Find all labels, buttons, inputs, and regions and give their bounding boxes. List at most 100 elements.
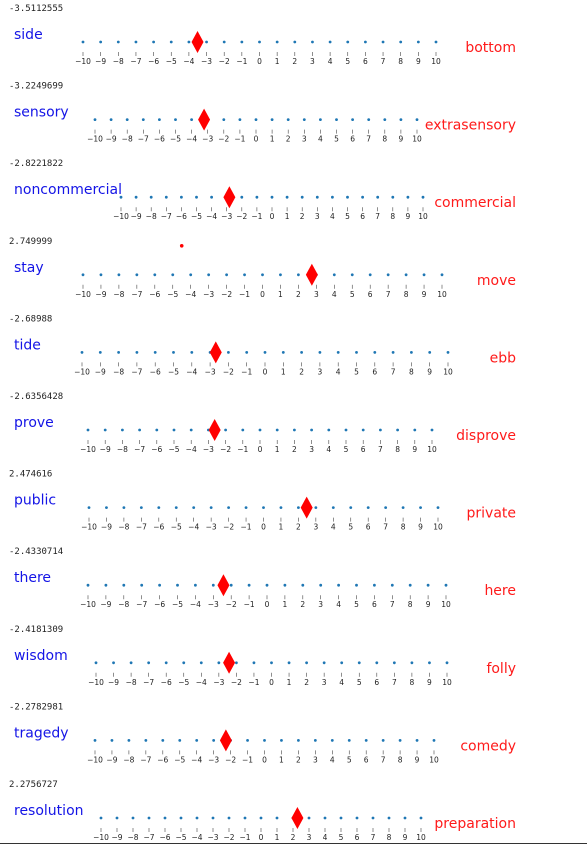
axis-point [392, 661, 396, 665]
tick-label: −7 [131, 290, 142, 299]
axis-point [178, 739, 182, 742]
tick-label: −3 [213, 678, 224, 687]
axis-point [258, 40, 261, 44]
right-word: here [484, 583, 516, 599]
tick-label: 10 [442, 678, 452, 687]
axis-point [212, 739, 216, 742]
tick-label: −1 [241, 367, 252, 376]
axis-point [281, 351, 285, 354]
axis-point [331, 195, 334, 199]
axis-point [314, 506, 318, 509]
value-marker [223, 186, 236, 209]
tick-label: −6 [148, 57, 159, 66]
tick-label: −2 [223, 523, 234, 532]
tick-label: 4 [332, 290, 337, 299]
axis-point [293, 428, 296, 432]
tick-label: 4 [336, 367, 341, 376]
axis-point [153, 351, 157, 354]
tick-label: 2 [292, 445, 297, 454]
right-word: preparation [434, 816, 516, 832]
tick-label: 4 [331, 523, 336, 532]
axis-point [344, 428, 348, 432]
tick-label: −2 [231, 678, 242, 687]
tick-label: 4 [328, 57, 333, 66]
tick-label: −9 [95, 57, 106, 66]
tick-label: 9 [427, 367, 432, 376]
axis-point [367, 118, 371, 121]
axis-point [287, 661, 291, 665]
axis-point [263, 739, 266, 742]
tick-label: 4 [323, 833, 328, 842]
tick-label: −7 [143, 678, 154, 687]
tick-label: 6 [372, 600, 377, 609]
tick-label: 3 [309, 445, 314, 454]
axis-point [161, 739, 165, 742]
tick-label: −2 [218, 135, 229, 144]
tick-label: 7 [386, 290, 391, 299]
axis-point [355, 583, 358, 587]
tick-label: −9 [95, 290, 106, 299]
axis-point [241, 428, 245, 432]
tick-label: −3 [206, 523, 217, 532]
tick-label: −8 [117, 445, 128, 454]
tick-label: −5 [168, 445, 179, 454]
left-word: stay [14, 260, 44, 276]
axis-point [327, 428, 331, 432]
tick-label: 9 [427, 678, 432, 687]
left-word: side [14, 27, 43, 43]
axis-point [195, 739, 199, 742]
axis-point [307, 816, 311, 820]
right-word: folly [486, 661, 516, 677]
axis-point [422, 273, 426, 277]
axis-point [172, 351, 175, 354]
tick-label: −8 [146, 212, 157, 221]
tick-label: 9 [406, 212, 411, 221]
axis-point [225, 273, 229, 277]
tick-label: 2 [291, 833, 296, 842]
axis-point [406, 195, 410, 199]
tick-label: −1 [234, 135, 245, 144]
tick-label: −2 [225, 755, 236, 764]
tick-label: −4 [186, 135, 197, 144]
tick-label: 9 [399, 135, 404, 144]
tick-label: −10 [93, 833, 109, 842]
axis-point [227, 506, 231, 509]
tick-label: −7 [138, 135, 149, 144]
value-label: 2.749999 [9, 237, 52, 247]
value-label: 2.474616 [9, 470, 52, 480]
axis-point [211, 583, 215, 587]
tick-label: 2 [299, 367, 304, 376]
axis-point [361, 428, 365, 432]
tick-label: 7 [371, 833, 376, 842]
axis-point [297, 273, 300, 277]
left-word: tragedy [14, 725, 69, 741]
tick-label: −5 [191, 212, 202, 221]
axis-point [190, 351, 194, 354]
axis-point [240, 40, 244, 44]
axis-point [391, 351, 395, 354]
tick-label: −2 [223, 833, 234, 842]
tick-label: 8 [401, 523, 406, 532]
tick-label: −8 [113, 57, 124, 66]
axis-point [399, 40, 403, 44]
tick-label: −6 [149, 290, 160, 299]
tick-label: 3 [307, 833, 312, 842]
axis-point [104, 583, 108, 587]
tick-label: 5 [347, 755, 352, 764]
tick-label: −10 [81, 523, 97, 532]
axis-point [408, 583, 412, 587]
axis-point [116, 40, 120, 44]
tick-label: −10 [80, 445, 96, 454]
axis-point [396, 428, 399, 432]
axis-point [301, 583, 305, 587]
value-marker [305, 263, 318, 286]
tick-label: −5 [166, 57, 177, 66]
tick-label: −9 [131, 212, 142, 221]
axis-point [293, 40, 297, 44]
axis-point [366, 506, 370, 509]
axis-point [174, 118, 177, 121]
tick-label: −7 [134, 445, 145, 454]
axis-point [383, 118, 387, 121]
tick-label: −3 [208, 600, 219, 609]
